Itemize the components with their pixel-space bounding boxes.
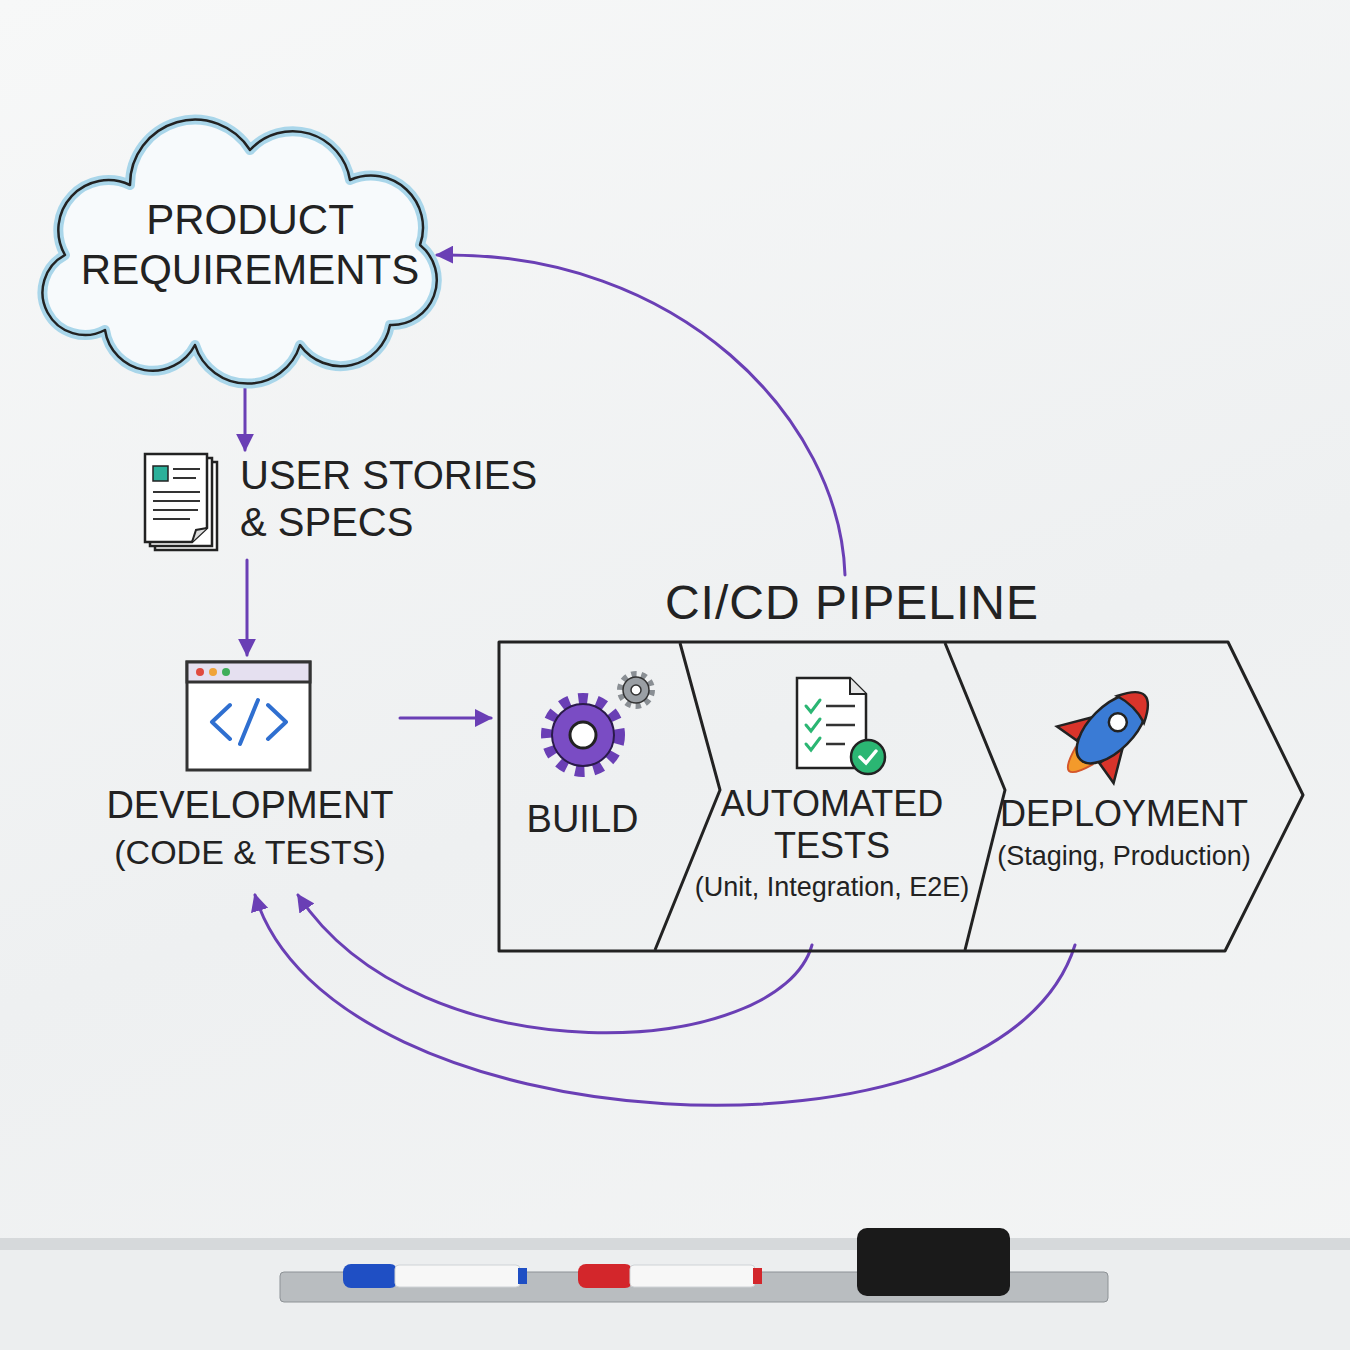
marker-cap [343,1264,398,1288]
node-heading: USER STORIES & SPECS [240,452,560,546]
code-symbol [212,700,286,744]
marker-cap [578,1264,633,1288]
gear-body [552,704,614,766]
window [187,662,310,770]
document-icon [145,454,217,550]
small-gear-teeth [621,675,651,705]
flow-arrow [400,717,491,720]
marker-end [518,1268,527,1284]
window-bar [187,662,310,682]
flow-arrow [246,560,249,655]
pipeline-band: CI/CD PIPELINE BUILD AUTOMATED TESTS (Unit,… [497,575,1307,953]
badge-check [860,751,876,763]
window-dot [196,668,204,676]
flow-arrow [298,895,812,1033]
small-gear-hole [631,685,641,695]
node-subtext: (CODE & TESTS) [100,832,400,872]
development-node: DEVELOPMENT(CODE & TESTS) [100,655,400,895]
node-heading: PRODUCT REQUIREMENTS [70,195,430,294]
marker-end [753,1268,762,1284]
gear-hole [570,722,596,748]
red-marker [578,1264,762,1288]
node-heading: BUILD [500,797,665,842]
test-stage: AUTOMATED TESTS (Unit, Integration, E2E) [692,665,972,945]
page [145,454,207,542]
node-heading: DEPLOYMENT [989,793,1259,835]
rocket-window [1105,709,1130,734]
small-gear-body [623,677,649,703]
thumbnail [153,466,168,481]
marker-body [630,1265,755,1287]
build-stage: BUILD [500,665,665,945]
node-subtext: (Staging, Production) [989,841,1259,873]
gear-icon [548,675,651,770]
text-lines [153,469,200,519]
check-marks [806,700,820,750]
blue-marker [343,1264,527,1288]
check-badge [851,740,885,774]
window-dot [209,668,217,676]
list-lines [826,706,855,744]
rocket-icon [1041,667,1173,799]
code-window-icon [187,662,310,770]
window-dot [222,668,230,676]
checklist-icon [797,678,885,774]
node-heading: DEVELOPMENT [100,783,400,828]
gear-teeth [548,700,618,770]
node-heading: AUTOMATED TESTS [692,783,972,868]
eraser [857,1228,1010,1296]
document-node: USER STORIES & SPECS [140,450,560,560]
wall [0,1250,1350,1350]
cloud-node: PRODUCT REQUIREMENTS [35,115,465,365]
deployment-stage: DEPLOYMENT (Staging, Production) [989,665,1259,945]
page-fold [192,528,207,542]
flow-arrow [437,255,845,575]
marker-body [395,1265,520,1287]
rocket-body [1065,682,1158,775]
page-fold [850,678,866,694]
board-frame [0,1238,1350,1250]
node-heading: CI/CD PIPELINE [497,575,1207,632]
node-subtext: (Unit, Integration, E2E) [692,872,972,904]
